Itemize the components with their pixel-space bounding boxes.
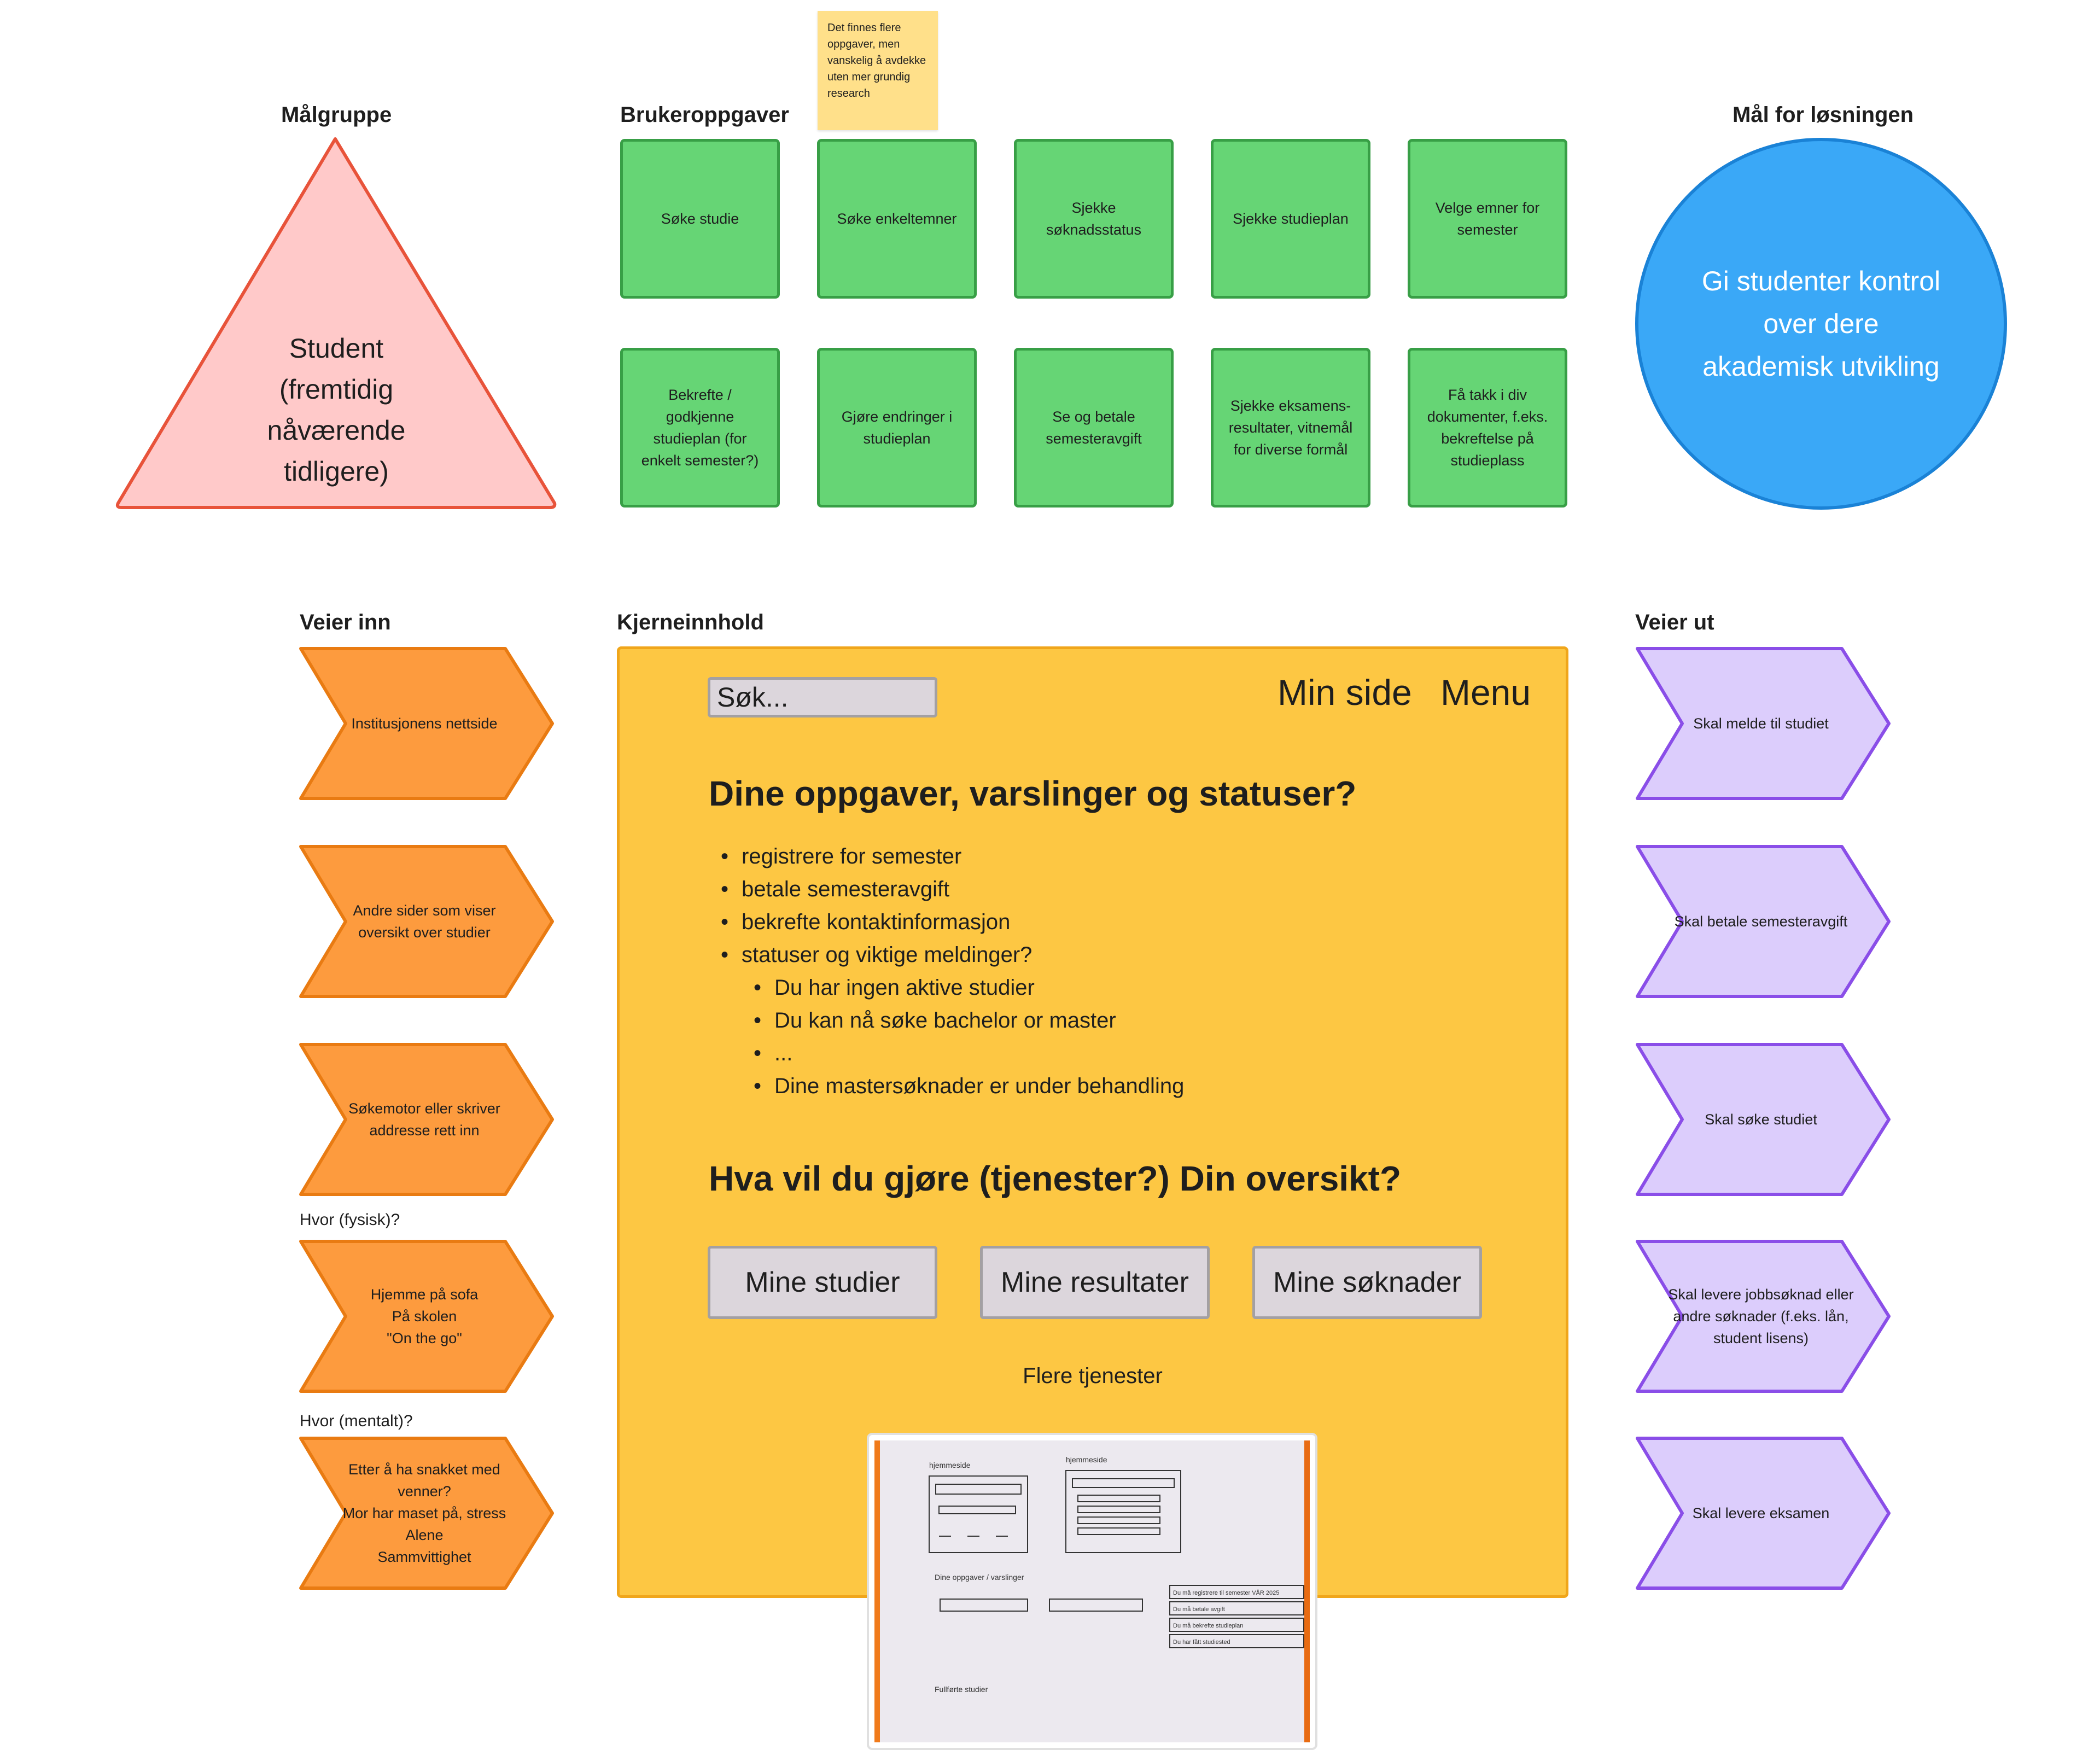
task-card[interactable]: Sjekke studieplan [1211, 139, 1370, 299]
sketch-photo[interactable]: hjemmeside hjemmeside Dine oppgaver / va… [867, 1433, 1317, 1750]
sub-list-item: ... [754, 1041, 793, 1066]
path-in-label: Andre sider som viser oversikt over stud… [353, 902, 496, 941]
heading-brukeroppgaver: Brukeroppgaver [620, 103, 789, 127]
sketch-row: Du har fått studiested [1173, 1639, 1230, 1646]
heading-kjerneinnhold: Kjerneinnhold [617, 610, 764, 634]
path-in-label: Institusjonens nettside [351, 715, 498, 732]
task-card[interactable]: Søke studie [620, 139, 780, 299]
sketch-label: hjemmeside [929, 1461, 971, 1469]
list-item: bekrefte kontaktinformasjon [721, 910, 1010, 935]
path-out-arrow[interactable]: Skal søke studiet [1635, 1042, 1892, 1197]
sketch-row: Du må registrere til semester VÅR 2025 [1173, 1589, 1279, 1596]
target-group-label: Student (fremtidig nåværende tidligere) [267, 333, 406, 487]
sketch-drawing: hjemmeside hjemmeside Dine oppgaver / va… [874, 1440, 1310, 1742]
path-in-label: Hjemme på sofa På skolen "On the go" [370, 1286, 479, 1346]
task-card[interactable]: Bekrefte / godkjenne studieplan (for enk… [620, 348, 780, 508]
path-in-label: Etter å ha snakket med venner? Mor har m… [342, 1461, 506, 1565]
path-out-arrow[interactable]: Skal levere jobbsøknad eller andre søkna… [1635, 1239, 1892, 1393]
mine-soknader-button[interactable]: Mine søknader [1252, 1246, 1482, 1319]
task-card[interactable]: Velge emner for semester [1408, 139, 1567, 299]
task-card[interactable]: Få takk i div dokumenter, f.eks. bekreft… [1408, 348, 1567, 508]
more-services-link[interactable]: Flere tjenester [1023, 1364, 1163, 1388]
path-in-arrow[interactable]: Etter å ha snakket med venner? Mor har m… [299, 1436, 556, 1590]
task-card[interactable]: Se og betale semesteravgift [1014, 348, 1174, 508]
list-item: statuser og viktige meldinger? [721, 943, 1032, 967]
task-card[interactable]: Sjekke eksamens-resultater, vitnemål for… [1211, 348, 1370, 508]
path-out-label: Skal melde til studiet [1693, 715, 1829, 732]
heading-malgruppe: Målgruppe [281, 103, 392, 127]
label-hvor-fysisk: Hvor (fysisk)? [300, 1211, 400, 1229]
goal-circle[interactable]: Gi studenter kontrol over dere akademisk… [1635, 138, 2007, 510]
path-in-arrow[interactable]: Søkemotor eller skriver addresse rett in… [299, 1042, 556, 1197]
list-item: betale semesteravgift [721, 877, 949, 902]
list-item: registrere for semester [721, 844, 961, 869]
path-in-arrow[interactable]: Institusjonens nettside [299, 646, 556, 801]
heading-veier-ut: Veier ut [1635, 610, 1714, 634]
path-out-label: Skal levere eksamen [1692, 1505, 1830, 1521]
sketch-row: Du må bekrefte studieplan [1173, 1623, 1243, 1629]
task-card[interactable]: Søke enkeltemner [817, 139, 977, 299]
path-in-arrow[interactable]: Hjemme på sofa På skolen "On the go" [299, 1239, 556, 1393]
sketch-label: Fullførte studier [935, 1685, 988, 1694]
task-card[interactable]: Gjøre endringer i studieplan [817, 348, 977, 508]
label-hvor-mentalt: Hvor (mentalt)? [300, 1412, 413, 1430]
mine-resultater-button[interactable]: Mine resultater [980, 1246, 1210, 1319]
sketch-label: Dine oppgaver / varslinger [935, 1573, 1024, 1582]
path-out-arrow[interactable]: Skal melde til studiet [1635, 646, 1892, 801]
path-in-arrow[interactable]: Andre sider som viser oversikt over stud… [299, 844, 556, 999]
task-card[interactable]: Sjekke søknadsstatus [1014, 139, 1174, 299]
sub-list-item: Du har ingen aktive studier [754, 976, 1035, 1000]
path-out-label: Skal betale semesteravgift [1674, 913, 1848, 930]
heading-mal-for-losningen: Mål for løsningen [1732, 103, 1914, 127]
min-side-link[interactable]: Min side [1278, 672, 1412, 713]
sketch-label: hjemmeside [1066, 1455, 1107, 1464]
sticky-note[interactable]: Det finnes flere oppgaver, men vanskelig… [818, 11, 938, 130]
path-out-label: Skal søke studiet [1705, 1111, 1817, 1128]
heading-veier-inn: Veier inn [300, 610, 391, 634]
menu-link[interactable]: Menu [1440, 672, 1531, 713]
section-title-services: Hva vil du gjøre (tjenester?) Din oversi… [709, 1159, 1402, 1198]
target-group-triangle[interactable] [109, 131, 563, 514]
mine-studier-button[interactable]: Mine studier [708, 1246, 937, 1319]
section-title-tasks: Dine oppgaver, varslinger og statuser? [709, 774, 1357, 813]
search-input[interactable]: Søk... [708, 677, 937, 718]
path-out-arrow[interactable]: Skal betale semesteravgift [1635, 844, 1892, 999]
sub-list-item: Du kan nå søke bachelor or master [754, 1008, 1116, 1033]
path-in-label: Søkemotor eller skriver addresse rett in… [348, 1100, 500, 1139]
path-out-label: Skal levere jobbsøknad eller andre søkna… [1668, 1286, 1854, 1346]
sketch-row: Du må betale avgift [1173, 1606, 1225, 1613]
sub-list-item: Dine mastersøknader er under behandling [754, 1074, 1184, 1099]
path-out-arrow[interactable]: Skal levere eksamen [1635, 1436, 1892, 1590]
